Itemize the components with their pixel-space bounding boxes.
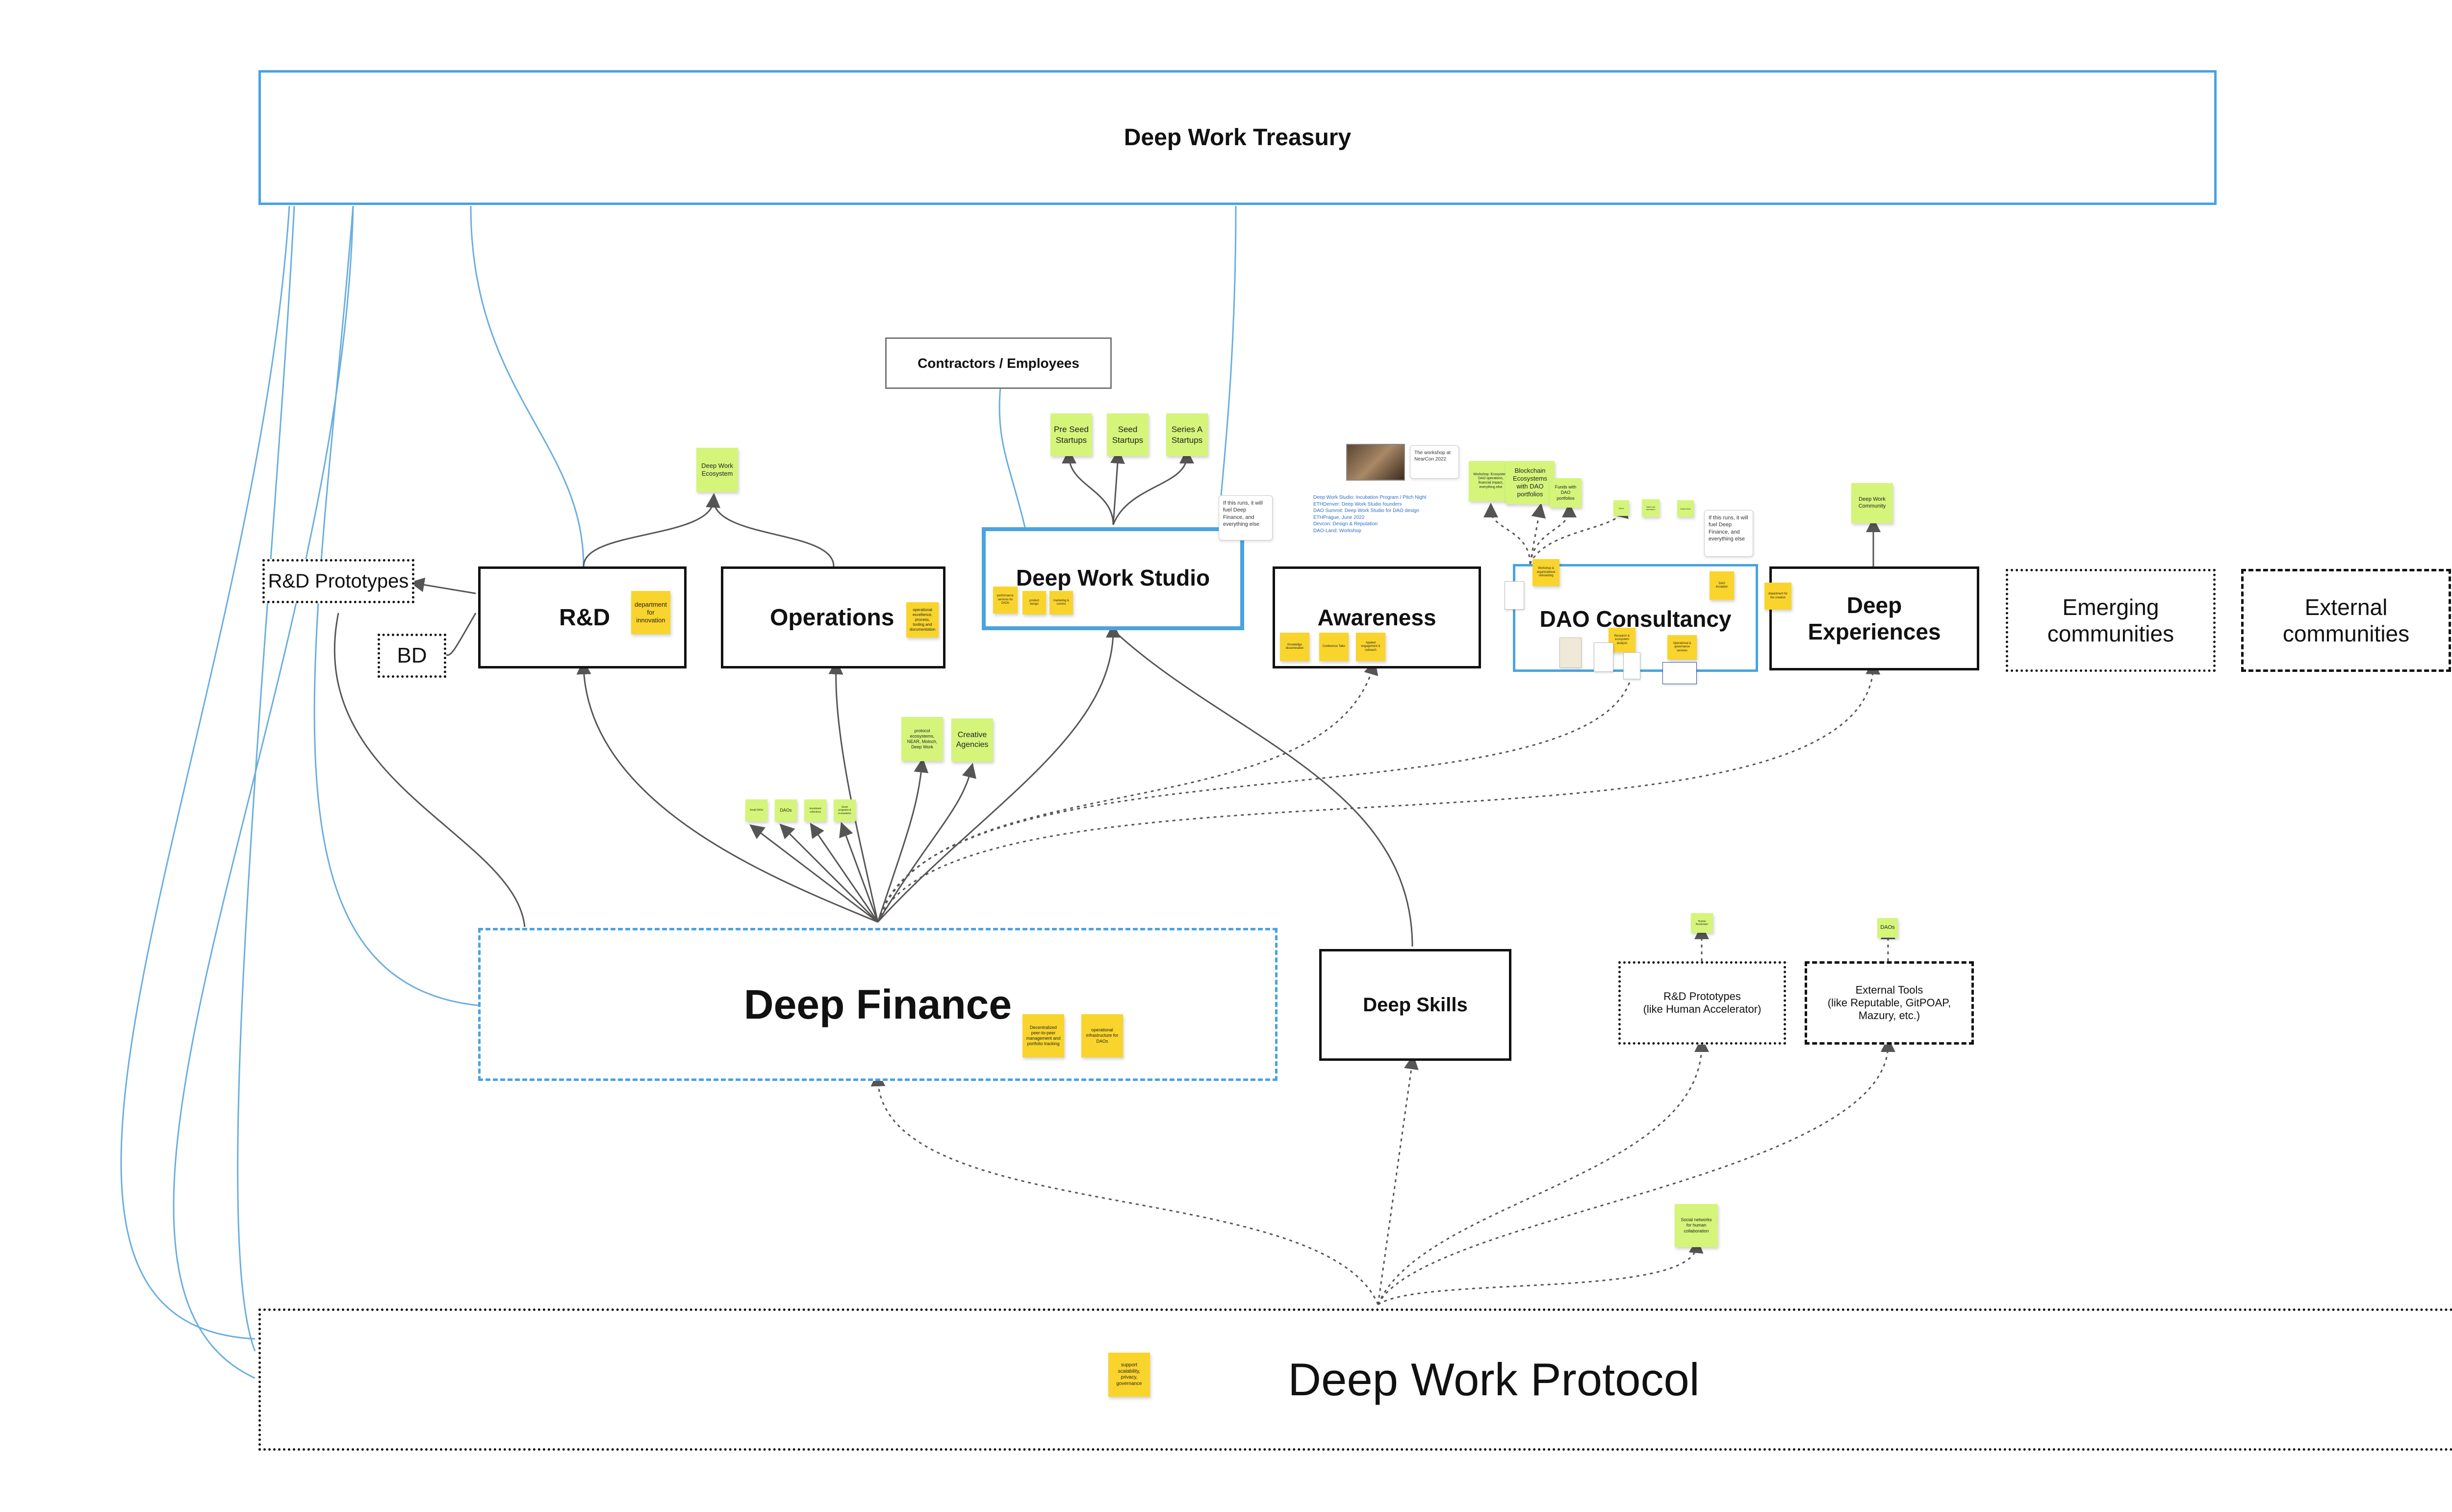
sticky-protocol[interactable]: support scalability, privacy, governance (1108, 1353, 1150, 1397)
deep-finance-box[interactable]: Deep Finance (478, 928, 1277, 1081)
sticky-finance-target-3[interactable]: Investment collectives (804, 799, 826, 821)
experiences-title: Deep Experiences (1808, 592, 1941, 644)
awareness-link-6[interactable]: DAO-Land: Workshop (1313, 528, 1361, 534)
studio-to-contractors-line (998, 387, 1026, 528)
sticky-dao-top-2[interactable]: Blockchain Ecosystems with DAO portfolio… (1506, 461, 1555, 504)
studio-title: Deep Work Studio (1016, 565, 1210, 590)
workshop-photo (1346, 444, 1405, 481)
deep-finance-title: Deep Finance (743, 981, 1012, 1027)
treasury-to-protocol-line-1 (237, 205, 295, 1352)
awareness-title: Awareness (1317, 605, 1436, 630)
bd-title: BD (397, 643, 427, 667)
treasury-to-protocol-line-2 (173, 205, 354, 1379)
sticky-dao-top-5[interactable]: Talent and operations (1642, 499, 1660, 517)
sticky-creative-agencies[interactable]: Creative Agencies (951, 718, 993, 762)
awareness-link-2[interactable]: ETHDenver: Deep Work Studio founders (1313, 501, 1402, 507)
deep-work-studio-box[interactable]: Deep Work Studio (982, 527, 1244, 630)
sticky-deep-work-ecosystem[interactable]: Deep Work Ecosystem (696, 448, 738, 492)
contractors-title: Contractors / Employees (918, 355, 1079, 371)
treasury-to-rnd-line (470, 205, 585, 567)
contractors-box[interactable]: Contractors / Employees (885, 337, 1112, 389)
rnd-prototypes-box[interactable]: R&D Prototypes (262, 559, 414, 603)
awareness-link-4[interactable]: ETHPrague, June 2022 (1313, 514, 1365, 520)
sticky-operations[interactable]: operational excellence, process, tooling… (906, 602, 939, 638)
sticky-dao-top-6[interactable]: Small DAOs (1677, 500, 1694, 517)
sticky-dao-top-3[interactable]: Funds with DAO portfolios (1550, 478, 1582, 508)
operations-title: Operations (770, 604, 894, 631)
rnd-prototypes-human-accelerator-box[interactable]: R&D Prototypes (like Human Accelerator) (1618, 961, 1786, 1045)
sticky-seed[interactable]: Seed Startups (1107, 413, 1149, 456)
sticky-dao-4[interactable]: Operational & governance services (1667, 635, 1697, 660)
rnd-prototypes-title: R&D Prototypes (268, 570, 409, 592)
treasury-to-studio-line (1220, 205, 1237, 496)
sticky-experiences[interactable]: department for the creation (1764, 583, 1791, 610)
sticky-dao-top-4[interactable]: DAOs (1613, 500, 1629, 516)
sticky-finance-target-4[interactable]: Grant programs & ecosystems (834, 799, 856, 821)
dao-doc-thumb-5 (1662, 662, 1697, 684)
sticky-deep-work-community[interactable]: Deep Work Community (1851, 483, 1893, 523)
sticky-studio-2[interactable]: product design (1022, 591, 1046, 615)
deep-work-treasury[interactable]: Deep Work Treasury (258, 70, 2217, 205)
deep-work-protocol-box[interactable]: Deep Work Protocol (258, 1308, 2452, 1451)
sticky-series-a[interactable]: Series A Startups (1166, 413, 1208, 456)
sticky-protocol-ecosystems[interactable]: protocol ecosystems, NEAR, Moloch, Deep … (901, 717, 943, 761)
sticky-studio-3[interactable]: marketing & comms (1049, 591, 1073, 615)
dao-consultancy-title: DAO Consultancy (1539, 606, 1732, 632)
dao-doc-thumb-3 (1594, 642, 1613, 672)
rnd-title: R&D (559, 604, 610, 631)
sticky-external-daos[interactable]: DAOs (1877, 918, 1898, 938)
sticky-finance-2[interactable]: operational infrastructure for DAOs (1081, 1014, 1123, 1057)
sticky-social-networks[interactable]: Social networks for human collaboration (1675, 1204, 1718, 1247)
deep-experiences-box[interactable]: Deep Experiences (1769, 566, 1979, 670)
external-title: External communities (2282, 594, 2410, 646)
awareness-links: Deep Work Studio: Incubation Program / P… (1313, 494, 1426, 534)
dao-doc-thumb-2 (1559, 638, 1582, 668)
treasury-title: Deep Work Treasury (1124, 125, 1352, 151)
awareness-link-1[interactable]: Deep Work Studio: Incubation Program / P… (1313, 495, 1427, 500)
sticky-studio-1[interactable]: performance services for DAOs (993, 587, 1018, 614)
external-tools-box[interactable]: External Tools (like Reputable, GitPOAP,… (1805, 961, 1974, 1045)
sticky-dao-1[interactable]: Workshop & organizational onboarding (1532, 559, 1559, 586)
dao-note[interactable]: If this runs, it will fuel Deep Finance,… (1704, 510, 1753, 557)
sticky-awareness-1[interactable]: Knowledge dissemination (1280, 633, 1309, 661)
sticky-dao-2[interactable]: DAO incubator (1710, 571, 1734, 600)
external-communities-box[interactable]: External communities (2241, 569, 2451, 672)
sticky-finance-target-1[interactable]: Small DAOs (745, 799, 767, 821)
rnd-prototypes-small-title: R&D Prototypes (like Human Accelerator) (1643, 990, 1762, 1015)
sticky-awareness-3[interactable]: Applied engagement & outreach (1356, 633, 1385, 661)
external-tools-title: External Tools (like Reputable, GitPOAP,… (1827, 984, 1951, 1022)
sticky-rnd-department[interactable]: department for innovation (631, 591, 670, 634)
deep-skills-box[interactable]: Deep Skills (1319, 949, 1511, 1061)
awareness-link-5[interactable]: Devcon: Design & Reputation (1313, 521, 1378, 527)
bd-box[interactable]: BD (378, 634, 446, 678)
awareness-link-3[interactable]: DAO Summit: Deep Work Studio for DAO des… (1313, 508, 1420, 513)
sticky-finance-1[interactable]: Decentralized peer-to-peer management an… (1022, 1014, 1064, 1057)
emerging-title: Emerging communities (2047, 594, 2174, 646)
workshop-photo-caption: The workshop at NearCon 2022 (1410, 445, 1459, 479)
dao-doc-thumb-1 (1505, 581, 1524, 610)
sticky-human-accelerator[interactable]: Human Accelerator (1691, 913, 1713, 933)
treasury-to-protocol-line-3 (120, 205, 290, 1340)
treasury-to-finance-line (313, 205, 479, 1006)
protocol-title: Deep Work Protocol (1288, 1354, 1700, 1405)
sticky-finance-target-2[interactable]: DAOs (775, 799, 797, 821)
studio-note[interactable]: If this runs, it will fuel Deep Finance,… (1219, 495, 1273, 540)
sticky-pre-seed[interactable]: Pre Seed Startups (1050, 413, 1092, 456)
emerging-communities-box[interactable]: Emerging communities (2006, 569, 2216, 672)
dao-doc-thumb-4 (1623, 652, 1640, 679)
sticky-awareness-2[interactable]: Conference Talks (1319, 633, 1349, 661)
deep-skills-title: Deep Skills (1363, 994, 1468, 1016)
